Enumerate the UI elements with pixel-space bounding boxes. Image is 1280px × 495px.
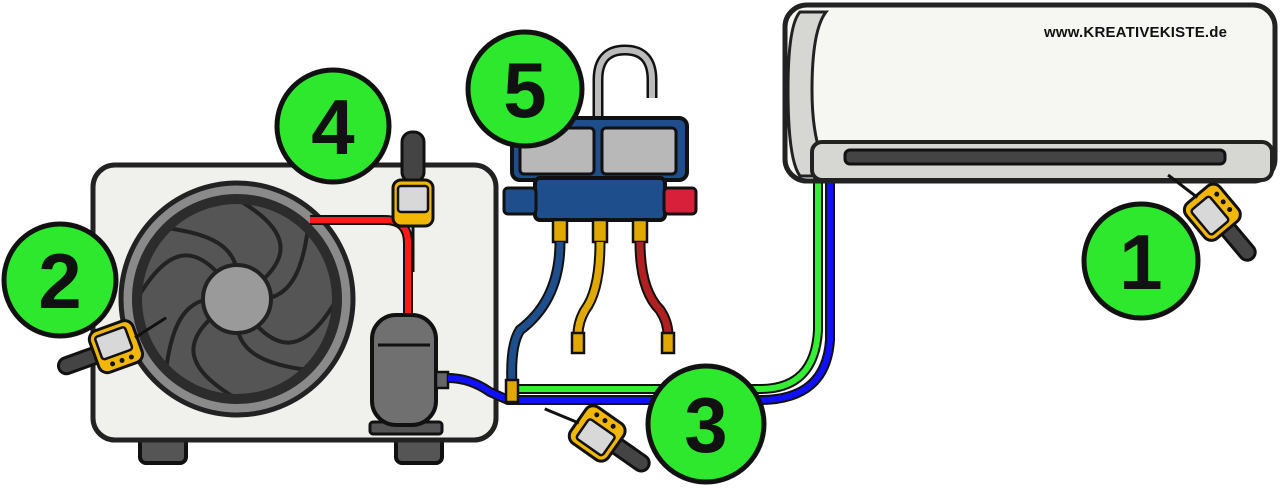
marker-5: 5 (465, 29, 585, 149)
marker-2-label: 2 (38, 237, 81, 325)
marker-4: 4 (274, 67, 392, 185)
fan-icon (118, 180, 356, 418)
indoor-unit-icon (782, 2, 1278, 184)
marker-1-label: 1 (1119, 218, 1162, 306)
watermark: www.KREATIVEKISTE.de (1044, 24, 1228, 41)
marker-3-label: 3 (684, 381, 727, 469)
marker-3: 3 (645, 363, 767, 485)
marker-5-label: 5 (503, 46, 546, 134)
thermometer-probe-icon (391, 130, 435, 272)
marker-4-label: 4 (311, 83, 354, 171)
manifold-gauge-icon (502, 44, 698, 404)
marker-2: 2 (1, 221, 119, 339)
marker-1: 1 (1081, 201, 1201, 321)
compressor-icon (368, 313, 450, 436)
